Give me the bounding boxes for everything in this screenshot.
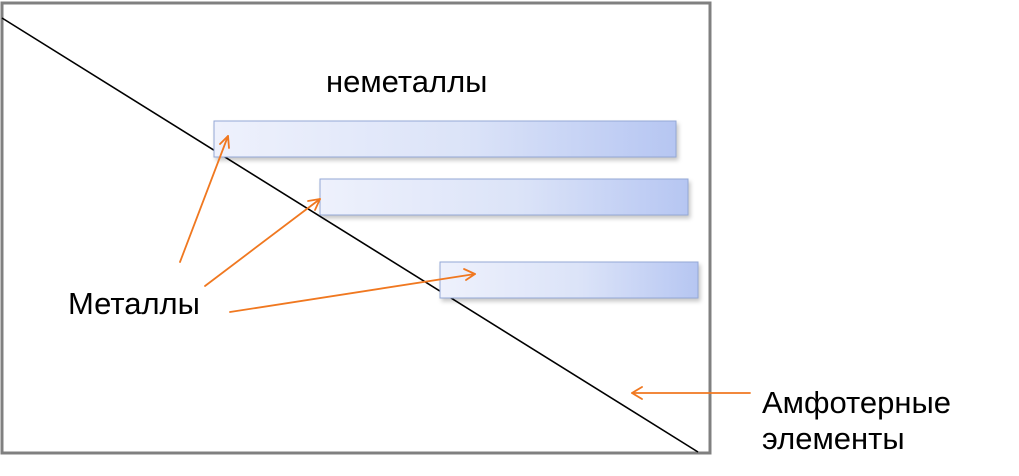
nonmetals-label: неметаллы [326, 64, 488, 99]
amphoteric-arrow [631, 386, 751, 400]
metals-label: Металлы [68, 286, 200, 321]
amphoteric-label-line-2: элементы [762, 421, 905, 456]
amphoteric-elements-label: Амфотерные элементы [762, 385, 951, 457]
metal-nonmetal-divider-line [1, 17, 699, 453]
amphoteric-bar-2 [319, 178, 689, 216]
amphoteric-bar-1 [213, 120, 677, 158]
frame-border [0, 1, 712, 455]
metals-arrow-1 [179, 135, 230, 263]
metals-arrow-3 [229, 268, 476, 313]
amphoteric-label-line-1: Амфотерные [762, 385, 952, 420]
metals-arrow-2 [204, 198, 321, 287]
amphoteric-bar-3 [439, 261, 699, 299]
